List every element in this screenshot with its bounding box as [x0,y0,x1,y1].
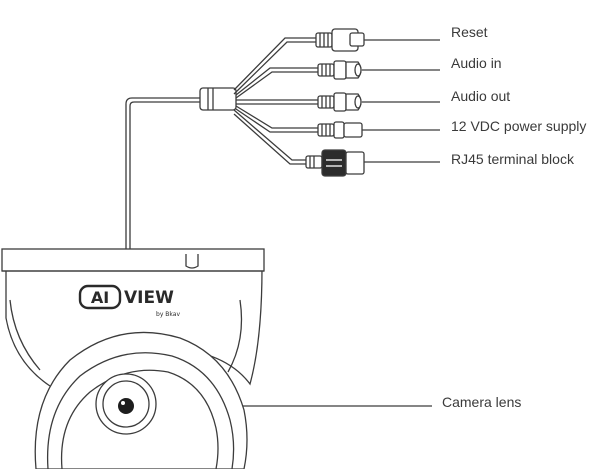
power-connector [317,121,363,139]
label-power-supply: 12 VDC power supply [451,118,587,134]
logo-view-text: VIEW [124,288,174,308]
audio-out-connector [317,92,362,112]
cable-splitter [199,87,237,111]
logo-ai-text: AI [91,288,109,307]
label-audio-out: Audio out [451,88,511,104]
audio-in-connector [317,60,362,80]
branch-wires [233,37,318,165]
label-reset: Reset [451,24,488,40]
label-camera-lens: Camera lens [442,394,522,410]
main-cable [125,97,202,250]
label-audio-in: Audio in [451,55,502,71]
rj45-connector [305,149,365,177]
logo-sub-text: by Bkav [156,311,180,318]
reset-connector [315,28,365,52]
label-rj45: RJ45 terminal block [451,151,574,167]
dome-camera [1,248,265,469]
aiview-logo: AI VIEW by Bkav [78,284,180,318]
